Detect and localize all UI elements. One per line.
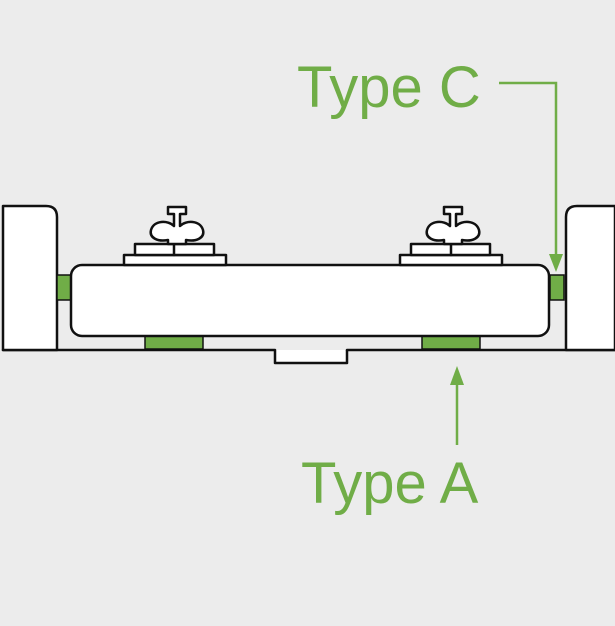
type-c-spacer-right [549, 274, 565, 301]
type-c-arrowhead [549, 254, 563, 272]
type-a-spacer-left [144, 335, 204, 350]
clamp-wing-bolt [149, 205, 205, 246]
clamp-fixture-right [398, 205, 504, 267]
main-block [69, 263, 551, 338]
clamp-fixture-left [122, 205, 228, 267]
type-a-arrowhead [450, 366, 464, 385]
type-c-label: Type C [297, 55, 481, 120]
right-wall [564, 204, 615, 352]
type-a-spacer-right [421, 335, 481, 350]
type-c-spacer-left [56, 274, 72, 301]
clamp-wing-bolt [425, 205, 481, 246]
left-wall [1, 204, 59, 352]
center-notch [273, 350, 349, 365]
clamp-base-plate [398, 253, 504, 267]
type-a-label: Type A [301, 451, 479, 516]
clamp-base-plate [122, 253, 228, 267]
type-c-leader-line [499, 81, 558, 262]
